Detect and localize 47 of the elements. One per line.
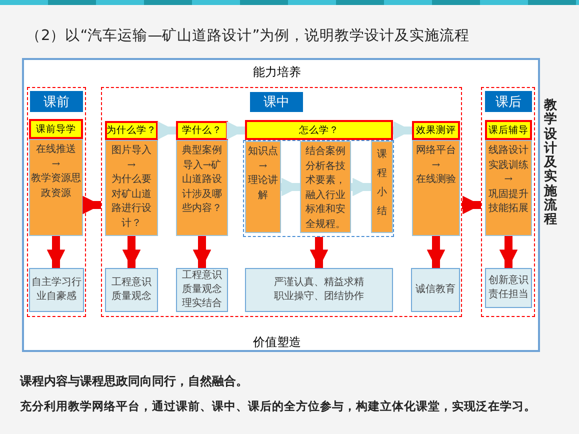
phase-group: [101, 87, 462, 317]
block-arrow: [158, 121, 176, 140]
note: 课程内容与课程思政同向同行，自然融合。: [20, 373, 248, 390]
panel-footer: 价值塑造: [232, 334, 322, 351]
block-arrow: [281, 178, 300, 196]
block-arrow: [393, 121, 412, 140]
step-card: 图片导入→为什么要对矿山道路进行设计？: [105, 140, 158, 236]
step-card: 典型案例导入→矿山道路设计涉及哪些内容？: [176, 140, 228, 236]
step-heading: 效果测评: [412, 121, 460, 140]
phase-group: [27, 87, 86, 317]
block-arrow: [426, 236, 446, 268]
side-label: 教学设计及实施流程: [544, 99, 557, 228]
block-arrow: [310, 237, 328, 268]
note: 充分利用教学网络平台，通过课前、课中、课后的全方位参与，构建立体化课堂，实现泛在学习。: [20, 399, 536, 414]
phase-header: 课后: [485, 91, 532, 112]
outcome-card: 工程意识质量观念理实结合: [176, 268, 228, 312]
outcome-card: 创新意识责任担当: [485, 268, 532, 308]
phase-header: 课中: [250, 92, 303, 112]
phase-header: 课前: [30, 91, 83, 112]
title: （2）以“汽车运输—矿山道路设计”为例，说明教学设计及实施流程: [26, 26, 470, 45]
step-card: 在线推送→教学资源思政资源: [29, 139, 83, 236]
step-card: 课程小结: [371, 141, 393, 233]
block-arrow: [46, 236, 66, 268]
step-heading: 学什么？: [176, 121, 228, 140]
block-arrow: [82, 196, 101, 214]
block-arrow: [462, 196, 481, 214]
outcome-card: 工程意识质量观念: [105, 268, 158, 312]
step-card: 结合案例分析各技术要素，融入行业标准和安全规程。: [300, 141, 351, 233]
step-card: 知识点→理论讲解: [245, 141, 281, 233]
dashed-container: [243, 140, 394, 237]
block-arrow: [192, 236, 212, 268]
outcome-card: 自主学习行业自豪感: [29, 268, 84, 312]
block-arrow: [122, 236, 141, 268]
panel-heading: 能力培养: [252, 64, 302, 81]
block-arrow: [351, 178, 371, 196]
content-panel: [22, 58, 540, 352]
block-arrow: [499, 236, 518, 268]
outcome-card: 严谨认真、精益求精职业操守、团结协作: [245, 268, 393, 312]
block-arrow: [226, 121, 245, 140]
step-card: 线路设计实践训练→巩固提升技能拓展: [485, 140, 532, 236]
step-heading: 为什么学？: [105, 121, 158, 140]
phase-group: [481, 87, 535, 317]
step-card: 网络平台→在线测验: [412, 140, 460, 236]
step-heading: 课前导学: [29, 119, 83, 139]
step-heading: 课后辅导: [485, 120, 532, 140]
outcome-card: 诚信教育: [411, 268, 460, 312]
step-heading: 怎么学？: [245, 120, 393, 140]
